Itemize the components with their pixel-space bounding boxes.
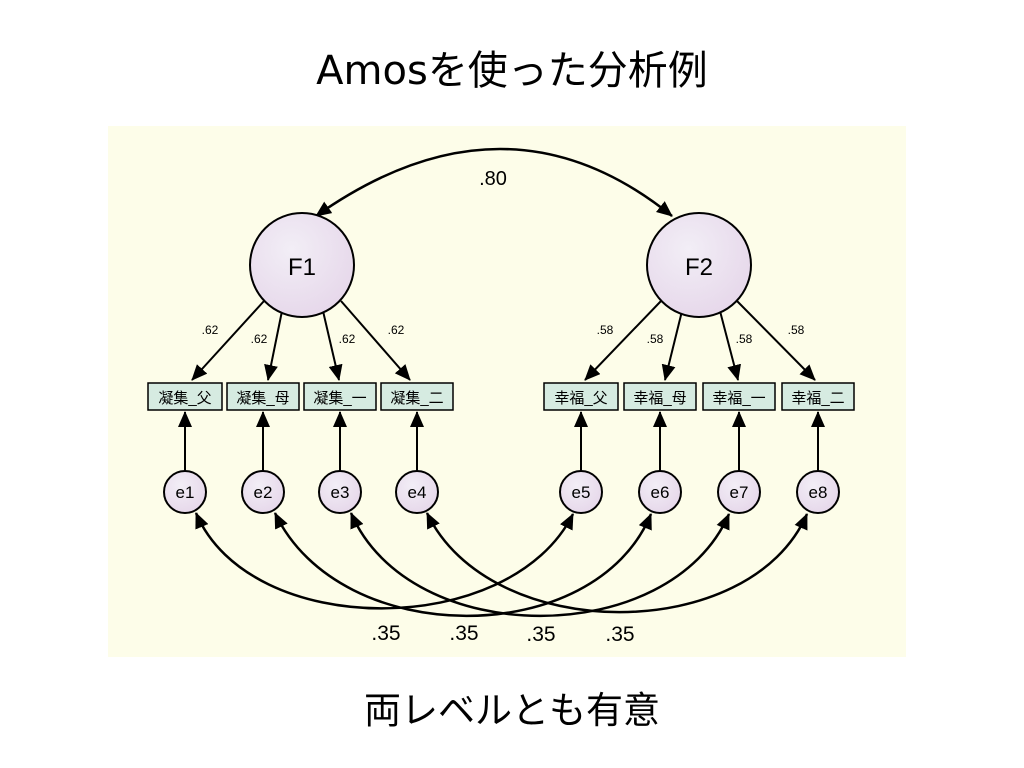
error-label: e1 bbox=[176, 483, 195, 502]
loading-paths-f2 bbox=[584, 300, 816, 381]
error-label: e5 bbox=[572, 483, 591, 502]
indicator-label: 幸福_母 bbox=[633, 390, 686, 407]
indicator-label: 幸福_二 bbox=[791, 390, 844, 407]
covariance-label: .35 bbox=[526, 623, 555, 646]
factor-correlation-label: .80 bbox=[479, 168, 507, 190]
indicator-label: 幸福_父 bbox=[554, 390, 607, 407]
factor-label: F2 bbox=[685, 254, 713, 281]
factor-correlation-arc bbox=[315, 147, 673, 218]
error-label: e7 bbox=[730, 483, 749, 502]
error-covariance-labels: .35 .35 .35 .35 bbox=[371, 622, 634, 646]
factor-label: F1 bbox=[288, 254, 316, 281]
error-paths bbox=[178, 411, 825, 471]
loading-label: .62 bbox=[251, 332, 268, 346]
error-label: e2 bbox=[254, 483, 273, 502]
loading-label: .62 bbox=[202, 323, 219, 337]
loading-label: .58 bbox=[736, 332, 753, 346]
indicator-label: 凝集_一 bbox=[313, 390, 366, 407]
slide-title: Amosを使った分析例 bbox=[316, 48, 708, 94]
error-label: e8 bbox=[809, 483, 828, 502]
covariance-label: .35 bbox=[449, 622, 478, 645]
factor-node-f2 bbox=[646, 212, 752, 318]
indicator-boxes bbox=[147, 382, 855, 411]
loading-label: .58 bbox=[788, 323, 805, 337]
error-label: e3 bbox=[331, 483, 350, 502]
indicator-label: 凝集_二 bbox=[390, 390, 443, 407]
loading-label: .58 bbox=[647, 332, 664, 346]
path-diagram: .80 .62 .62 .62 .62 .58 .58 .58 .58 F1 F… bbox=[108, 126, 906, 657]
covariance-label: .35 bbox=[605, 623, 634, 646]
path-diagram-svg: .80 .62 .62 .62 .62 .58 .58 .58 .58 F1 F… bbox=[147, 147, 855, 646]
indicator-label: 幸福_一 bbox=[712, 390, 765, 407]
loading-labels: .62 .62 .62 .62 .58 .58 .58 .58 bbox=[202, 323, 805, 346]
error-nodes bbox=[163, 470, 840, 514]
indicator-labels: 凝集_父 凝集_母 凝集_一 凝集_二 幸福_父 幸福_母 幸福_一 幸福_二 bbox=[158, 390, 844, 407]
indicator-label: 凝集_母 bbox=[236, 390, 289, 407]
loading-label: .58 bbox=[597, 323, 614, 337]
loading-paths-f1 bbox=[191, 300, 411, 381]
error-label: e6 bbox=[651, 483, 670, 502]
factor-node-f1 bbox=[249, 212, 355, 318]
indicator-label: 凝集_父 bbox=[158, 390, 211, 407]
covariance-label: .35 bbox=[371, 622, 400, 645]
slide-caption: 両レベルとも有意 bbox=[364, 689, 660, 732]
error-labels: e1 e2 e3 e4 e5 e6 e7 e8 bbox=[176, 483, 828, 502]
error-covariance-arcs bbox=[194, 512, 809, 618]
loading-label: .62 bbox=[339, 332, 356, 346]
error-label: e4 bbox=[408, 483, 427, 502]
loading-label: .62 bbox=[388, 323, 405, 337]
